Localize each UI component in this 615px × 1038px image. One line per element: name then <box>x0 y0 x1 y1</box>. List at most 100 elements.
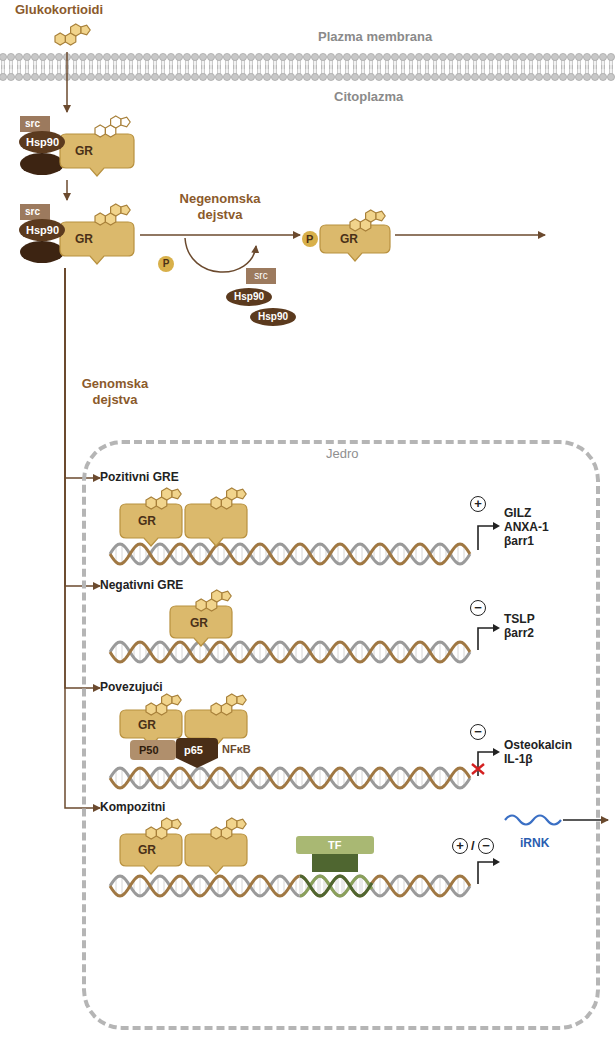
shape-path <box>298 60 301 74</box>
shape-polygon <box>162 694 172 706</box>
shape-circle <box>303 53 310 60</box>
shape-circle <box>511 73 518 80</box>
shape-circle <box>567 53 574 60</box>
shape-path <box>562 60 565 74</box>
shape-path <box>514 60 517 74</box>
shape-path <box>506 60 509 74</box>
shape-path <box>266 60 269 74</box>
shape-circle <box>0 53 7 60</box>
mrna-out-arrow <box>563 819 608 821</box>
shape-polygon <box>493 624 500 632</box>
shape-path <box>74 60 77 74</box>
shape-polygon <box>121 117 130 127</box>
diagram-node: PovezujućiGRP50p65NFκBOsteokalcin IL-1β <box>100 680 592 792</box>
shape-circle <box>207 53 214 60</box>
shape-path <box>362 60 365 74</box>
shape-polygon <box>172 695 181 705</box>
shape-path <box>478 862 494 884</box>
shape-path <box>110 876 470 896</box>
shape-path <box>138 60 141 74</box>
diagram-node: KompozitniGRTFiRNK <box>100 800 580 904</box>
node-text: Glukokortioidi <box>15 2 103 18</box>
shape-ellipse <box>19 131 65 153</box>
shape-circle <box>23 53 30 60</box>
shape-circle <box>559 73 566 80</box>
shape-circle <box>383 73 390 80</box>
shape-polygon <box>227 694 237 706</box>
shape-path <box>185 834 247 874</box>
shape-circle <box>319 53 326 60</box>
shape-path <box>586 60 589 74</box>
label: Hsp90 <box>226 288 272 306</box>
shape-path <box>50 60 53 74</box>
shape-path <box>110 642 470 662</box>
shape-path <box>42 60 45 74</box>
shape-circle <box>247 53 254 60</box>
shape-path <box>178 60 181 74</box>
shape-path <box>354 60 357 74</box>
shape-circle <box>23 73 30 80</box>
shape-circle <box>39 73 46 80</box>
shape-circle <box>7 53 14 60</box>
shape-polygon <box>55 33 65 45</box>
shape-circle <box>223 73 230 80</box>
shape-circle <box>519 73 526 80</box>
shape-circle <box>215 73 222 80</box>
shape-path <box>474 60 477 74</box>
label: + <box>470 496 486 512</box>
node-text: GR <box>190 616 208 630</box>
shape-path <box>176 738 218 768</box>
node-illustration <box>100 800 580 904</box>
shape-circle <box>295 53 302 60</box>
shape-circle <box>255 53 262 60</box>
node-text: src <box>25 117 40 131</box>
shape-circle <box>471 73 478 80</box>
shape-circle <box>135 53 142 60</box>
shape-path <box>10 60 13 74</box>
shape-circle <box>343 53 350 60</box>
shape-path <box>186 60 189 74</box>
shape-circle <box>295 73 302 80</box>
shape-path <box>110 544 470 564</box>
shape-circle <box>583 73 590 80</box>
shape-circle <box>311 53 318 60</box>
shape-polygon <box>237 819 246 829</box>
shape-circle <box>127 73 134 80</box>
shape-circle <box>383 53 390 60</box>
shape-circle <box>127 53 134 60</box>
shape-circle <box>151 53 158 60</box>
shape-path <box>120 834 182 874</box>
shape-circle <box>495 73 502 80</box>
shape-circle <box>175 53 182 60</box>
shape-circle <box>487 53 494 60</box>
shape-circle <box>95 73 102 80</box>
connector <box>140 234 300 236</box>
shape-path <box>442 60 445 74</box>
shape-circle <box>311 73 318 80</box>
edge-label: Negenomska dejstva <box>174 191 266 223</box>
shape-circle <box>111 73 118 80</box>
shape-polygon <box>121 205 130 215</box>
shape-path <box>110 642 470 662</box>
shape-path <box>18 60 21 74</box>
node-text: Pozitivni GRE <box>100 470 179 484</box>
shape-circle <box>199 53 206 60</box>
shape-path <box>472 764 484 774</box>
shape-circle <box>55 53 62 60</box>
shape-circle <box>191 73 198 80</box>
shape-polygon <box>366 210 376 222</box>
shape-path <box>162 60 165 74</box>
shape-path <box>194 60 197 74</box>
shape-circle <box>527 53 534 60</box>
shape-circle <box>287 53 294 60</box>
shape-path <box>378 60 381 74</box>
shape-polygon <box>111 204 121 216</box>
node-text: GR <box>340 232 358 246</box>
shape-path <box>522 60 525 74</box>
shape-path <box>185 504 247 546</box>
shape-polygon <box>350 219 360 231</box>
shape-path <box>370 60 373 74</box>
shape-circle <box>407 73 414 80</box>
shape-circle <box>279 53 286 60</box>
node-text: GR <box>138 718 156 732</box>
